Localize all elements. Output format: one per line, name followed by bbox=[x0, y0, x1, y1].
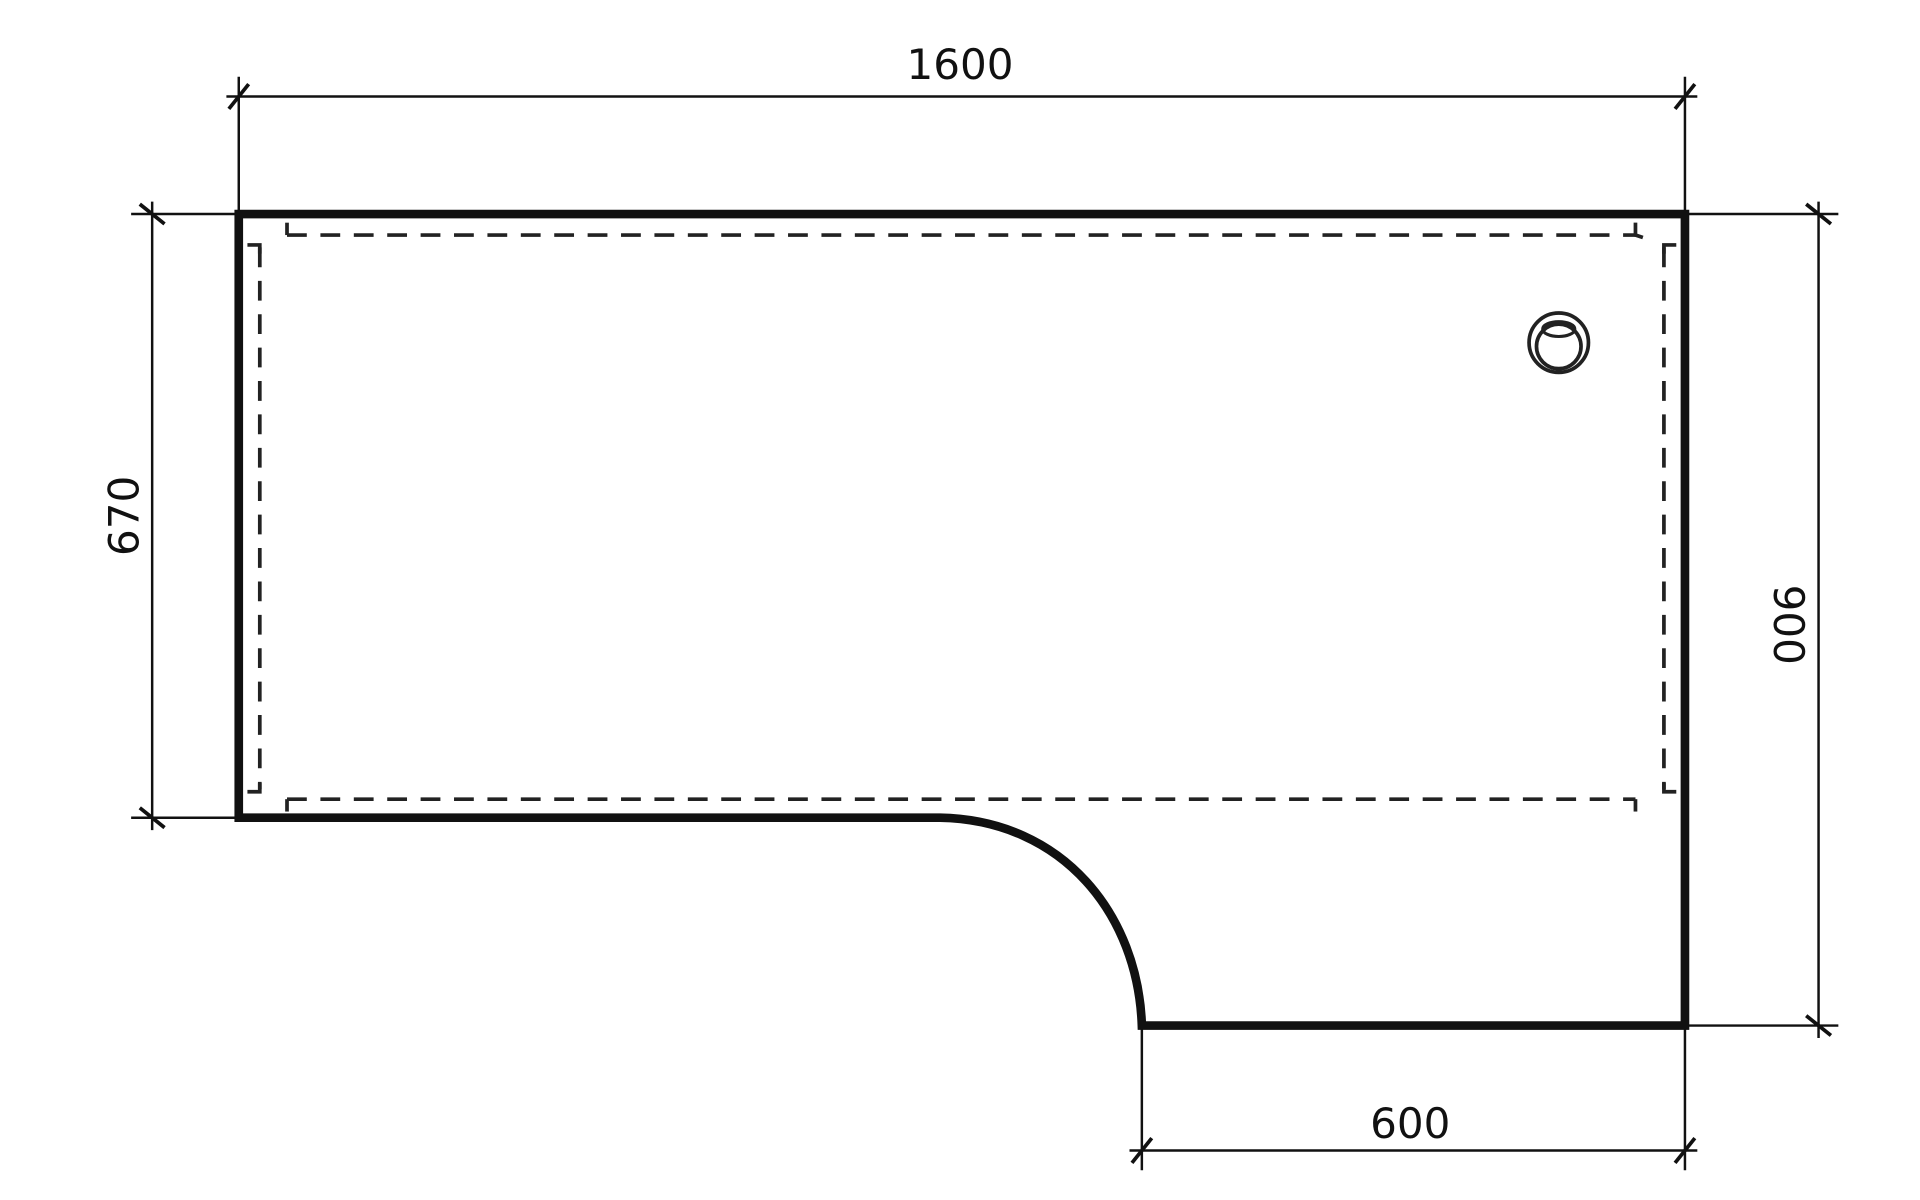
desk-outline bbox=[234, 209, 1690, 1030]
dimension-lines bbox=[131, 76, 1839, 1171]
cable-grommet-icon bbox=[1527, 311, 1591, 375]
frame-corner-brackets bbox=[247, 222, 1677, 812]
under-frame-dashed bbox=[257, 233, 1666, 802]
dimension-label-width: 1600 bbox=[906, 40, 1013, 89]
dimension-label-right-depth: 900 bbox=[1764, 585, 1813, 665]
dimension-label-left-depth: 670 bbox=[100, 476, 149, 556]
dimension-label-return-width: 600 bbox=[1370, 1099, 1450, 1148]
